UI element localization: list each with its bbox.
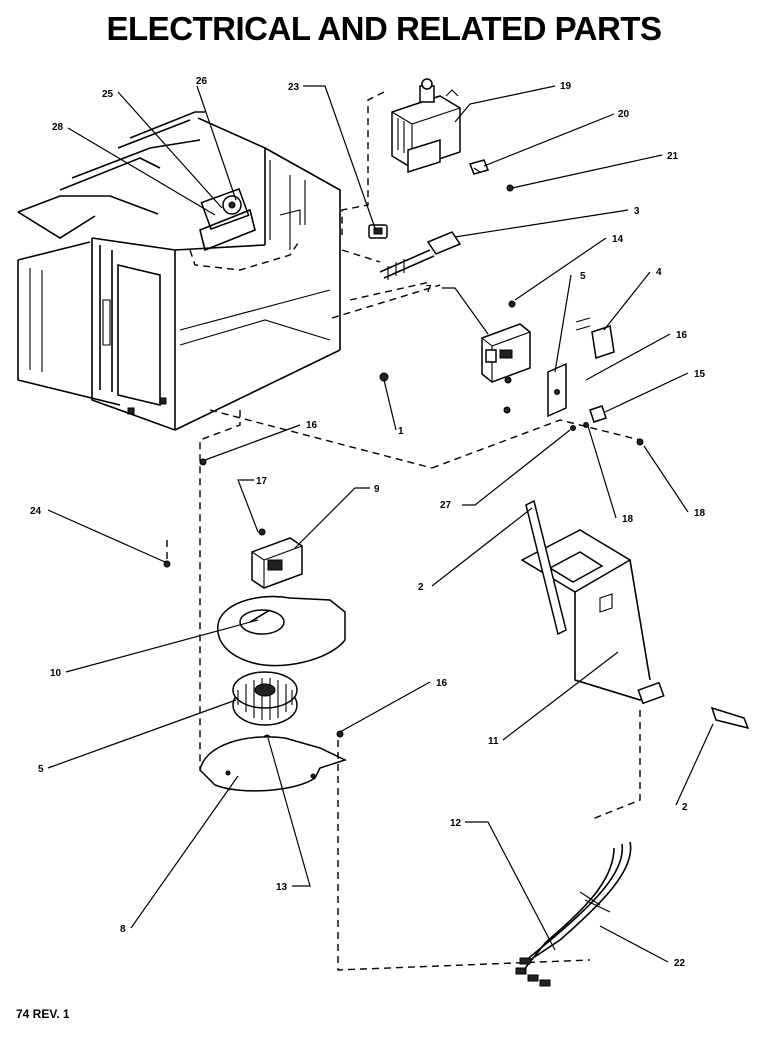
fan-motor bbox=[251, 528, 303, 589]
fan-base-plate bbox=[199, 736, 348, 792]
fan-housing bbox=[217, 595, 346, 667]
callout-1: 1 bbox=[398, 426, 404, 437]
callout-23: 23 bbox=[288, 82, 300, 93]
callout-17: 17 bbox=[256, 476, 268, 487]
callout-16-lower: 16 bbox=[436, 678, 448, 689]
callout-26: 26 bbox=[196, 76, 208, 87]
diode bbox=[589, 405, 607, 423]
screw-14 bbox=[508, 300, 516, 308]
callout-16-mid: 16 bbox=[306, 420, 318, 431]
callout-8: 8 bbox=[120, 924, 126, 935]
capacitor bbox=[575, 317, 615, 359]
callout-5-lower: 5 bbox=[38, 764, 44, 775]
callout-5-upper: 5 bbox=[580, 271, 586, 282]
bracket bbox=[547, 362, 567, 418]
callout-24: 24 bbox=[30, 506, 42, 517]
callout-19: 19 bbox=[560, 81, 572, 92]
callout-16-right: 16 bbox=[676, 330, 688, 341]
page-title: ELECTRICAL AND RELATED PARTS bbox=[106, 10, 662, 47]
magnetron bbox=[391, 78, 461, 174]
revision-note: 74 REV. 1 bbox=[16, 1007, 70, 1021]
callout-18-right: 18 bbox=[694, 508, 706, 519]
callout-7: 7 bbox=[426, 284, 432, 295]
callout-22: 22 bbox=[674, 958, 686, 969]
callout-28: 28 bbox=[52, 122, 64, 133]
callout-27: 27 bbox=[440, 500, 452, 511]
callout-15: 15 bbox=[694, 369, 706, 380]
wire-harness bbox=[515, 841, 632, 987]
callout-12: 12 bbox=[450, 818, 462, 829]
thermal-cutout bbox=[368, 224, 388, 239]
magnetron-thermostat bbox=[468, 159, 490, 175]
callout-21: 21 bbox=[667, 151, 679, 162]
relay-board bbox=[481, 323, 531, 414]
blower-wheel bbox=[232, 671, 298, 742]
oven-cavity bbox=[17, 111, 341, 431]
callout-9: 9 bbox=[374, 484, 380, 495]
callout-2-upper: 2 bbox=[418, 582, 424, 593]
power-cord-connector bbox=[349, 231, 462, 301]
callout-18-left: 18 bbox=[622, 514, 634, 525]
callout-14: 14 bbox=[612, 234, 624, 245]
chassis-bracket bbox=[520, 499, 665, 705]
clip bbox=[710, 706, 750, 730]
callout-labels: 25 26 28 23 19 20 21 3 14 5 4 7 16 15 1 … bbox=[30, 76, 706, 969]
callout-10: 10 bbox=[50, 668, 62, 679]
callout-25: 25 bbox=[102, 89, 114, 100]
callout-20: 20 bbox=[618, 109, 630, 120]
callout-13: 13 bbox=[276, 882, 288, 893]
leader-lines bbox=[47, 85, 714, 963]
callout-11: 11 bbox=[488, 736, 499, 747]
callout-3: 3 bbox=[634, 206, 640, 217]
callout-4: 4 bbox=[656, 267, 662, 278]
callout-2-lower: 2 bbox=[682, 802, 688, 813]
